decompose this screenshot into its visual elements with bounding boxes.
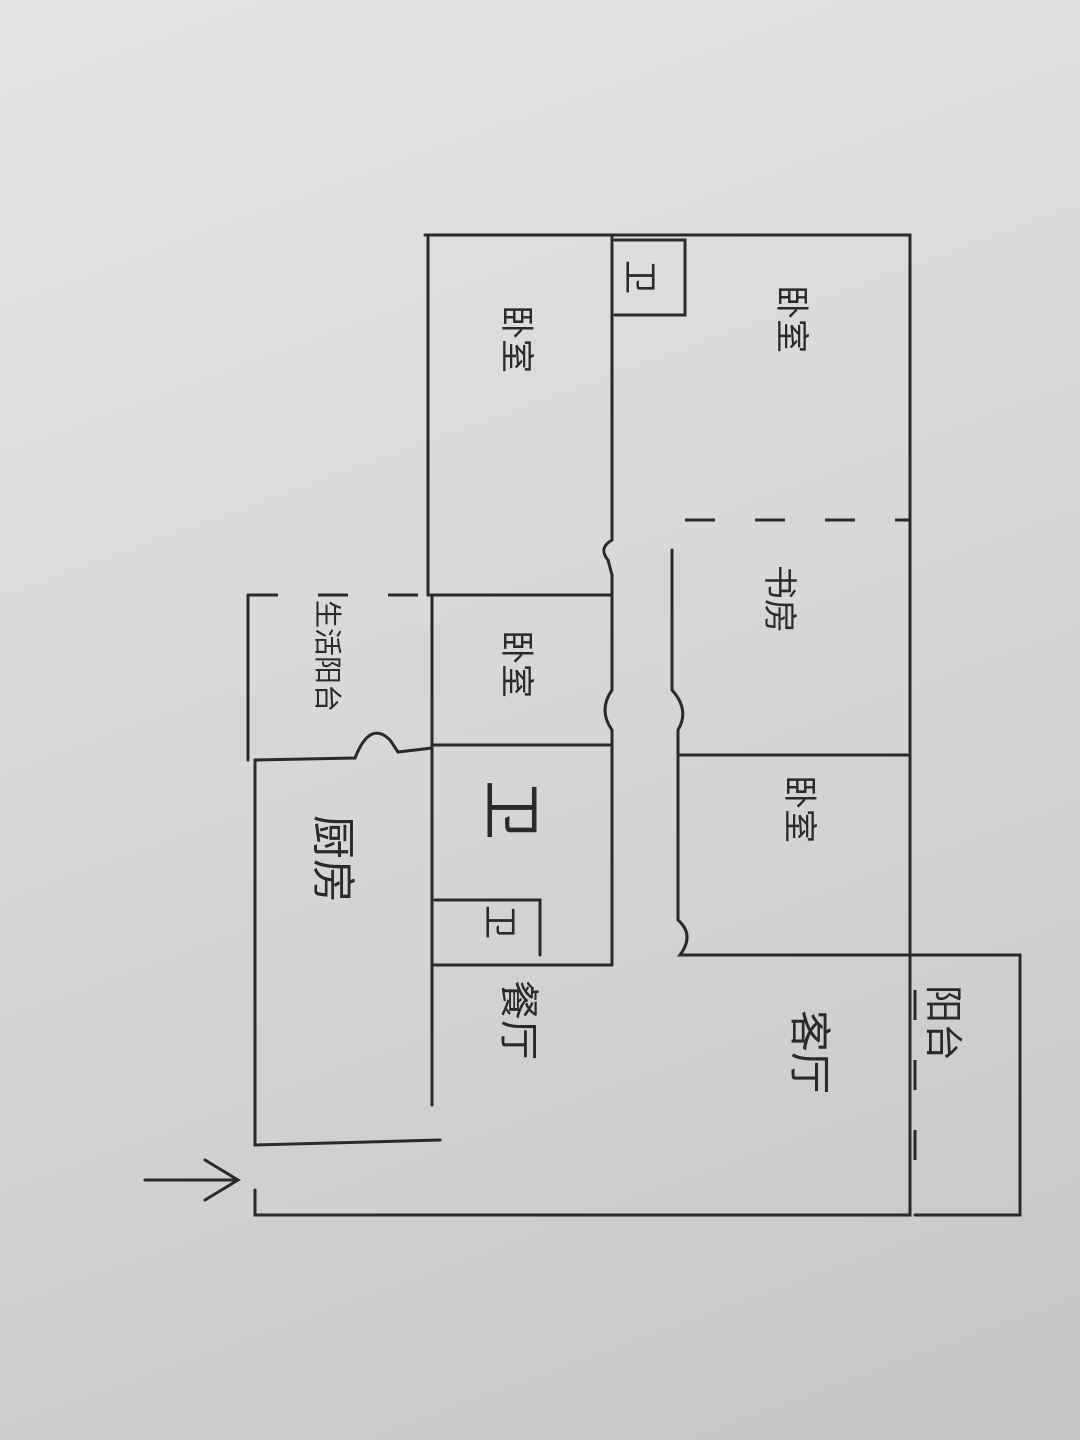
label-living-balcony: 生活阳台 xyxy=(311,600,344,712)
label-study: 书房 xyxy=(759,565,799,633)
label-bath-small: 卫 xyxy=(619,260,659,294)
room-labels: 卧室 卫 卧室 书房 卧室 生活阳台 卫 卫 卧室 厨房 餐厅 客厅 阳台 xyxy=(307,260,965,1094)
label-toilet: 卫 xyxy=(479,905,519,939)
label-bedroom-right: 卧室 xyxy=(779,775,819,843)
label-kitchen: 厨房 xyxy=(307,815,358,903)
label-balcony: 阳台 xyxy=(921,985,965,1061)
entrance-arrow-icon xyxy=(143,1158,241,1202)
walls xyxy=(246,233,1022,1217)
label-bedroom-mid: 卧室 xyxy=(496,630,536,698)
label-dining: 餐厅 xyxy=(495,980,541,1060)
label-bedroom-left: 卧室 xyxy=(496,305,536,373)
label-living-room: 客厅 xyxy=(785,1010,834,1094)
label-bathroom: 卫 xyxy=(475,780,545,840)
label-bedroom-top: 卧室 xyxy=(771,285,811,353)
